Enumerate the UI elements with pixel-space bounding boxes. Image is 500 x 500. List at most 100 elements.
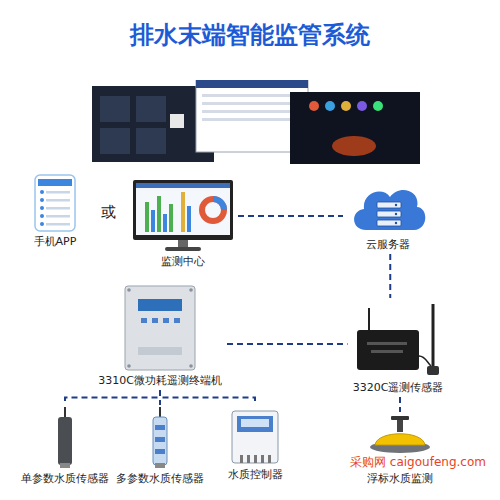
chart-bar bbox=[157, 196, 161, 232]
cloud-shape bbox=[354, 190, 425, 230]
screw-hole bbox=[127, 364, 131, 368]
dashed-link bbox=[238, 215, 343, 217]
app-icon bbox=[309, 101, 319, 111]
terminal-button bbox=[141, 318, 147, 323]
app-icon bbox=[341, 101, 351, 111]
device-label: 云服务器 bbox=[366, 238, 410, 252]
antenna-base bbox=[427, 366, 439, 375]
list-dot bbox=[40, 198, 44, 202]
device-illustration bbox=[53, 407, 77, 469]
device-illustration bbox=[348, 180, 428, 235]
device-label: 浮标水质监测 bbox=[367, 472, 433, 486]
table-row bbox=[202, 110, 302, 113]
dashed-link bbox=[227, 343, 348, 345]
monitor-base bbox=[165, 247, 201, 251]
screw-hole bbox=[127, 288, 131, 292]
device-illustration bbox=[230, 407, 280, 465]
sensor-node: 3320C遥测传感器 bbox=[348, 298, 449, 397]
list-dot bbox=[40, 214, 44, 218]
controller-node: 水质控制器 bbox=[223, 405, 288, 484]
housing-marking bbox=[371, 350, 403, 353]
probe-band bbox=[155, 425, 165, 430]
probe-tip bbox=[60, 463, 70, 468]
monitor-frame bbox=[133, 180, 233, 240]
buoy-node: 浮标水质监测 bbox=[362, 412, 438, 488]
table-row bbox=[202, 102, 302, 105]
dashed-link bbox=[65, 390, 160, 405]
probe-band bbox=[155, 449, 165, 454]
terminal-node: 3310C微功耗遥测终端机 bbox=[93, 283, 227, 390]
monitor-screen bbox=[136, 183, 230, 235]
app-icon bbox=[325, 101, 335, 111]
phone-header bbox=[38, 179, 72, 186]
buoy-mast bbox=[397, 418, 403, 432]
donut-part bbox=[213, 199, 224, 210]
controller-housing bbox=[232, 411, 278, 463]
list-row bbox=[46, 215, 70, 218]
screen-panel bbox=[136, 96, 166, 122]
device-label: 单参数水质传感器 bbox=[21, 472, 109, 486]
list-row bbox=[46, 191, 70, 194]
probe-cable bbox=[159, 407, 161, 417]
probe-band bbox=[155, 437, 165, 442]
server-unit bbox=[377, 211, 401, 217]
solar-panel bbox=[391, 416, 409, 420]
device-label: 水质控制器 bbox=[228, 468, 283, 482]
screen-panel bbox=[100, 96, 130, 122]
device-illustration bbox=[148, 407, 172, 469]
dashed-link bbox=[399, 397, 401, 412]
device-illustration bbox=[367, 414, 433, 454]
screen-popup bbox=[170, 114, 184, 128]
terminal-display bbox=[138, 299, 182, 311]
table-row bbox=[202, 118, 302, 121]
screw-hole bbox=[189, 288, 193, 292]
device-label: 多参数水质传感器 bbox=[116, 472, 204, 486]
video-screen bbox=[290, 92, 420, 164]
server-light bbox=[395, 204, 397, 206]
cable-gland bbox=[247, 455, 250, 463]
watermark: 采购网 caigoufeng.com bbox=[350, 455, 486, 469]
antenna bbox=[368, 308, 370, 330]
device-illustration bbox=[124, 285, 196, 371]
donut-chart bbox=[202, 199, 224, 221]
device-label: 3310C微功耗遥测终端机 bbox=[98, 374, 222, 388]
controller-panel bbox=[237, 416, 273, 432]
or-label: 或 bbox=[101, 203, 116, 221]
cable-gland bbox=[240, 455, 243, 463]
probe-body bbox=[153, 417, 167, 465]
chart-bar bbox=[163, 214, 167, 232]
chart-bar bbox=[187, 206, 191, 232]
probe-cable bbox=[64, 407, 66, 417]
list-row bbox=[46, 223, 70, 226]
list-dot bbox=[40, 206, 44, 210]
table-row bbox=[202, 94, 302, 97]
chart-bar bbox=[151, 210, 155, 232]
server-unit bbox=[377, 202, 401, 208]
terminal-plate bbox=[138, 347, 182, 355]
controller-display bbox=[241, 419, 269, 427]
phone-body bbox=[35, 175, 75, 231]
dashed-link bbox=[389, 254, 391, 298]
probe-tip bbox=[155, 463, 165, 468]
device-illustration bbox=[353, 300, 443, 378]
screenshot-collage bbox=[92, 80, 422, 166]
night-glow bbox=[332, 136, 376, 156]
server-light bbox=[395, 213, 397, 215]
screw-hole bbox=[189, 364, 193, 368]
buoy-dome bbox=[375, 434, 425, 445]
probe-body bbox=[58, 417, 72, 465]
list-row bbox=[46, 199, 70, 202]
app-node: 手机APP bbox=[28, 172, 82, 251]
housing-marking bbox=[367, 342, 407, 345]
app-icon bbox=[357, 101, 367, 111]
diagram-title: 排水末端智能监管系统 bbox=[0, 20, 500, 50]
chart-bar bbox=[169, 204, 173, 232]
cable-gland bbox=[261, 455, 264, 463]
cloud-node: 云服务器 bbox=[343, 178, 433, 254]
probe-node: 多参数水质传感器 bbox=[111, 405, 209, 488]
sensor-housing bbox=[357, 330, 419, 370]
antenna bbox=[432, 304, 435, 366]
chart-bar bbox=[181, 192, 185, 232]
screen-header bbox=[136, 183, 230, 188]
